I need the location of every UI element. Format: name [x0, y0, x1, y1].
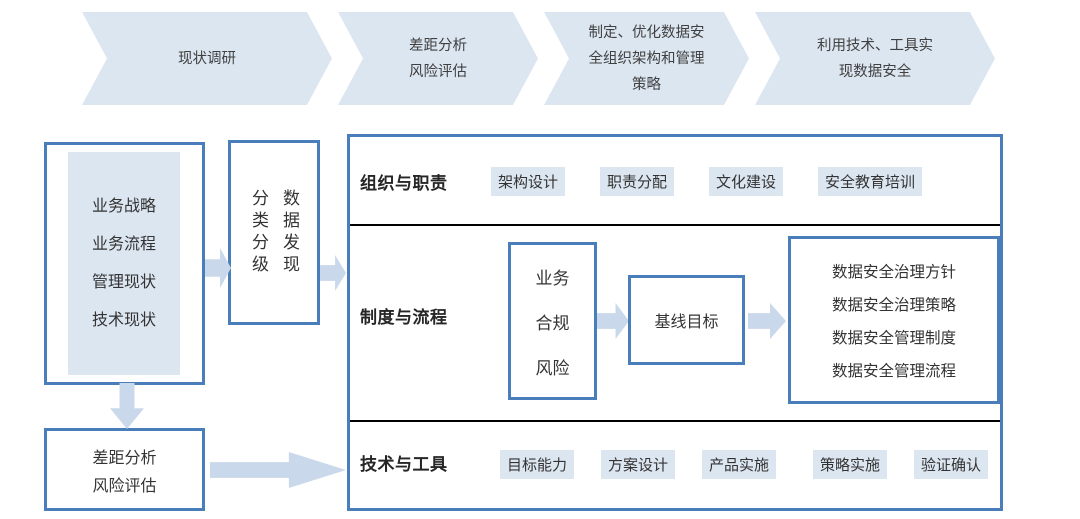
row-label-organization: 组织与职责: [360, 174, 448, 193]
input-item-risk: 风险: [535, 358, 570, 378]
data-classification-box[interactable]: 分类分级 数据发现: [228, 140, 320, 325]
baseline-goal-label: 基线目标: [654, 314, 719, 331]
banner-step-4-line-2: 现数据安全: [838, 63, 912, 80]
classification-column-grading: 分类分级: [249, 188, 268, 277]
gap-analysis-box[interactable]: 差距分析 风险评估: [44, 428, 205, 511]
banner-step-2-line-1: 差距分析: [409, 37, 467, 54]
banner-step-1[interactable]: 现状调研: [82, 12, 332, 105]
row-label-technology-tools: 技术与工具: [360, 455, 448, 474]
tag-culture-building[interactable]: 文化建设: [709, 167, 784, 196]
banner-step-3[interactable]: 制定、优化数据安 全组织架构和管理 策略: [544, 12, 749, 105]
arrow-right-icon-gap-to-panel: [210, 452, 346, 488]
banner-step-4-line-1: 利用技术、工具实: [817, 37, 933, 54]
policy-output-system: 数据安全管理制度: [831, 329, 956, 347]
tag-product-implementation[interactable]: 产品实施: [702, 450, 777, 479]
input-item-business: 业务: [535, 268, 570, 288]
process-banner: 现状调研 差距分析 风险评估 制定、优化数据安 全组织架构和管理 策略 利用技术…: [0, 0, 1080, 118]
current-state-item-1: 业务战略: [91, 197, 156, 215]
row-label-policy-process: 制度与流程: [360, 308, 448, 327]
policy-output-strategy: 数据安全治理策略: [831, 296, 956, 314]
banner-step-2-line-2: 风险评估: [409, 63, 467, 80]
tag-policy-implementation[interactable]: 策略实施: [813, 450, 888, 479]
banner-step-1-line-1: 现状调研: [178, 50, 236, 67]
banner-step-3-line-1: 制定、优化数据安: [588, 24, 705, 41]
current-state-item-2: 业务流程: [91, 235, 156, 253]
tag-security-education-training[interactable]: 安全教育培训: [818, 167, 923, 196]
banner-step-2[interactable]: 差距分析 风险评估: [338, 12, 538, 105]
inputs-items: 业务 合规 风险: [511, 245, 594, 397]
baseline-goal-box[interactable]: 基线目标: [628, 275, 745, 365]
tag-target-capability[interactable]: 目标能力: [500, 450, 575, 479]
panel-divider-2: [350, 420, 1000, 422]
current-state-item-4: 技术现状: [91, 311, 156, 329]
panel-divider-1: [350, 224, 1000, 226]
arrow-right-icon-classify-to-panel: [320, 255, 346, 291]
tag-solution-design[interactable]: 方案设计: [601, 450, 676, 479]
gap-analysis-item-1: 差距分析: [92, 449, 157, 467]
gap-analysis-item-2: 风险评估: [92, 477, 157, 495]
tag-architecture-design[interactable]: 架构设计: [491, 167, 566, 196]
current-state-items: 业务战略 业务流程 管理现状 技术现状: [68, 152, 180, 375]
arrow-down-icon-current-to-gap: [110, 383, 144, 429]
tag-responsibility-allocation[interactable]: 职责分配: [600, 167, 675, 196]
data-classification-columns: 分类分级 数据发现: [231, 143, 317, 322]
policy-output-guideline: 数据安全治理方针: [831, 263, 956, 281]
banner-step-4[interactable]: 利用技术、工具实 现数据安全: [755, 12, 995, 105]
classification-column-discovery: 数据发现: [280, 188, 299, 277]
current-state-item-3: 管理现状: [91, 273, 156, 291]
input-item-compliance: 合规: [535, 313, 570, 333]
gap-analysis-items: 差距分析 风险评估: [47, 431, 202, 508]
policy-outputs-items: 数据安全治理方针 数据安全治理策略 数据安全管理制度 数据安全管理流程: [791, 239, 997, 401]
inputs-box[interactable]: 业务 合规 风险: [508, 242, 597, 400]
policy-outputs-box[interactable]: 数据安全治理方针 数据安全治理策略 数据安全管理制度 数据安全管理流程: [788, 236, 1000, 404]
banner-step-3-line-2: 全组织架构和管理: [588, 50, 705, 67]
policy-output-process: 数据安全管理流程: [831, 362, 956, 380]
banner-step-3-line-3: 策略: [632, 76, 661, 93]
tag-verification-confirmation[interactable]: 验证确认: [914, 450, 989, 479]
